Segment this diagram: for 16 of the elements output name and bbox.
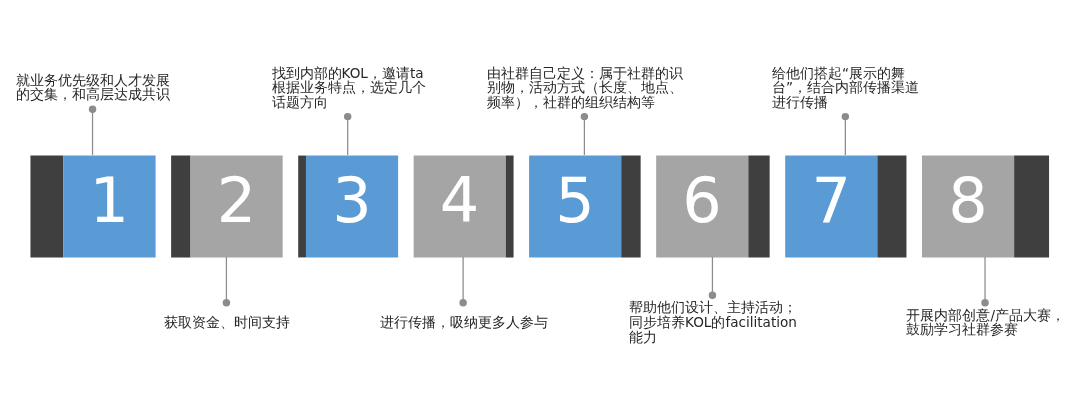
connector [222, 256, 231, 307]
connector [88, 105, 97, 156]
connector [981, 256, 989, 307]
node-text: 由社群自己定义：属于社群的识别物，活动方式（长度、地点、频率），社群的组织结构等 [487, 64, 684, 110]
connector [343, 112, 352, 156]
node-text: 获取资金、时间支持 [163, 313, 290, 330]
connector [841, 112, 850, 156]
connector [580, 112, 589, 156]
node-text: 给他们搭起“展示的舞台”，结合内部传播渠道进行传播 [772, 64, 920, 110]
node-text: 帮助他们设计、主持活动；同步培养KOL的facilitation能力 [629, 299, 798, 345]
node-text: 找到内部的KOL，邀请ta根据业务特点，选定几个话题方向 [271, 64, 426, 110]
node-text: 进行传播，吸纳更多人参与 [379, 313, 548, 330]
node-text: 就业务优先级和人才发展的交集，和高层达成共识 [16, 71, 171, 103]
connector [459, 256, 467, 307]
connector [708, 256, 717, 299]
node-text: 开展内部创意/产品大赛，鼓励学习社群参赛 [906, 306, 1066, 338]
